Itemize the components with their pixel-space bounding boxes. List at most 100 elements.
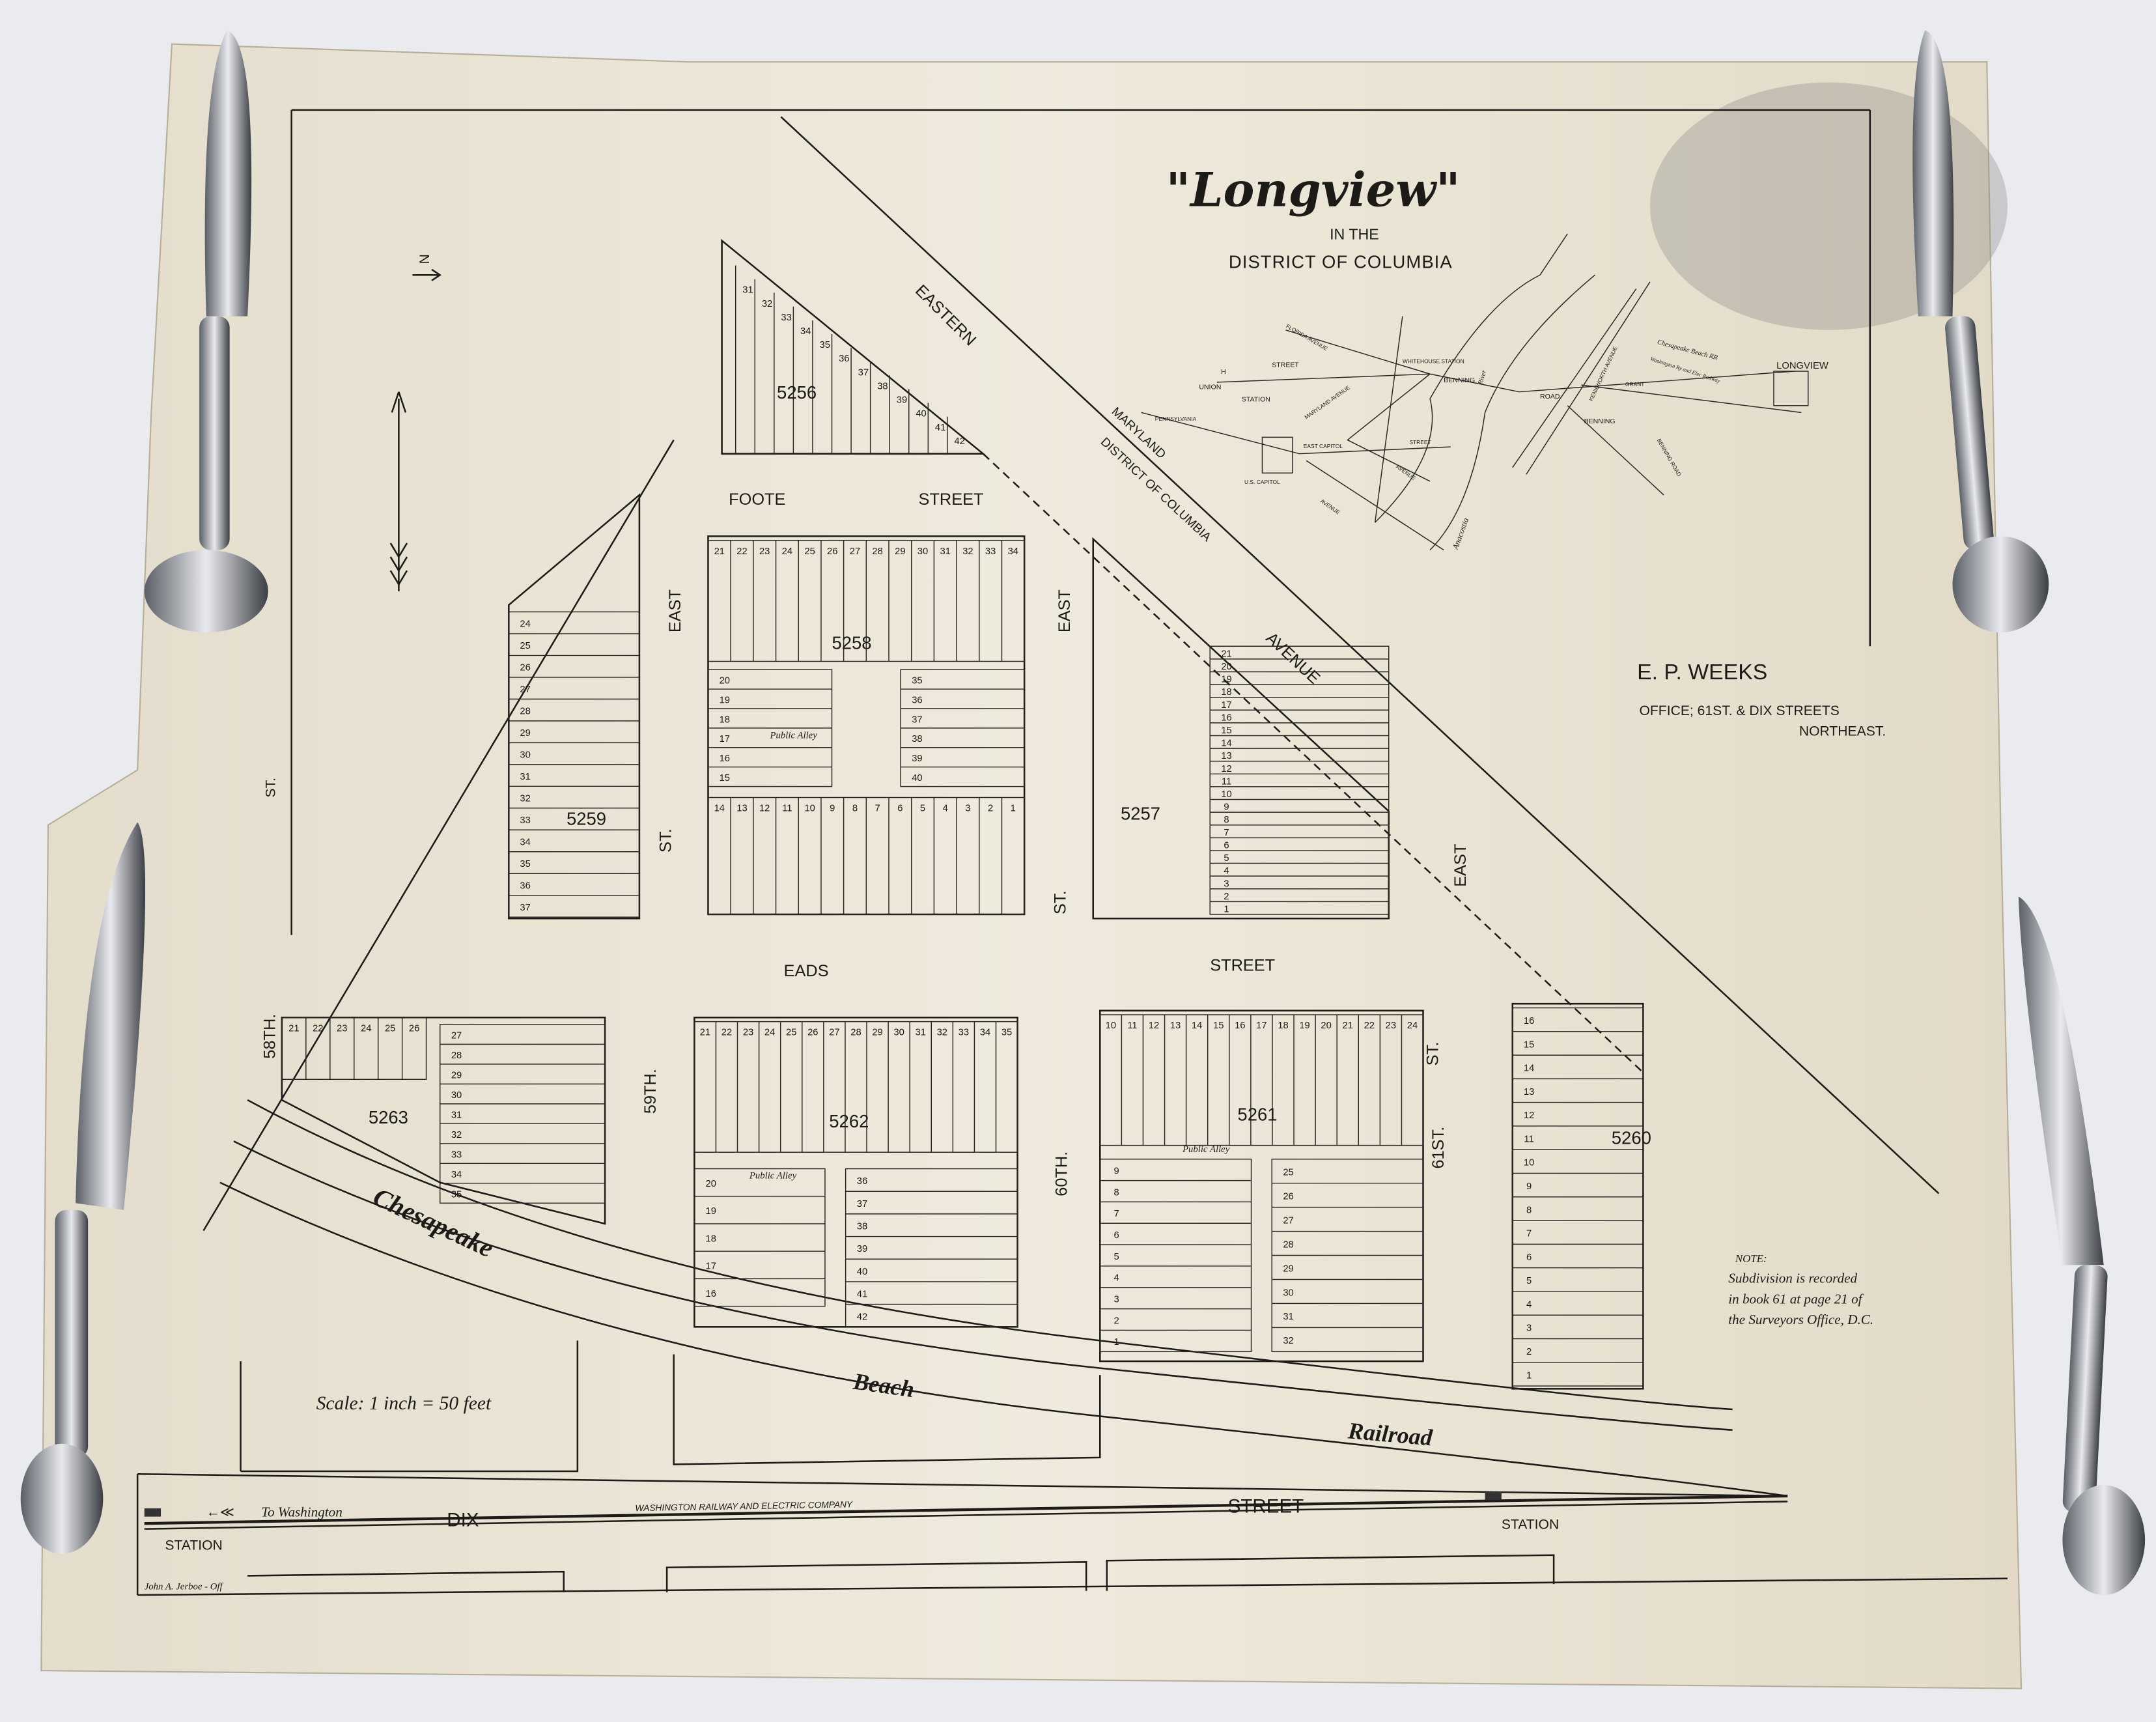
lot-number: 33 (985, 546, 996, 557)
street-label: FOOTE (729, 490, 785, 509)
lot-number: 18 (1278, 1021, 1288, 1031)
lot-number: 21 (714, 546, 725, 557)
block-number-5257: 5257 (1121, 803, 1160, 823)
lot-number: 32 (1283, 1336, 1293, 1346)
lot-number: 31 (1283, 1312, 1293, 1322)
lot-number: 7 (1526, 1229, 1532, 1239)
eastern-avenue (780, 116, 1940, 1194)
lot-number: 33 (520, 815, 530, 826)
block-number-5256: 5256 (777, 382, 817, 402)
lot-number: 5 (1114, 1252, 1119, 1262)
lot-number: 10 (804, 804, 815, 814)
lot-number: 14 (1221, 739, 1231, 749)
lot-number: 21 (1343, 1021, 1353, 1031)
lot-number: 37 (857, 1199, 867, 1209)
owner-office-2: NORTHEAST. (1799, 724, 1886, 739)
lot-number: 7 (875, 804, 880, 814)
lot-number: 40 (857, 1267, 867, 1277)
inset-label: LONGVIEW (1776, 361, 1828, 371)
lot-number: 35 (451, 1189, 462, 1200)
lot-number: 5 (920, 804, 925, 814)
note-heading: NOTE: (1735, 1252, 1767, 1265)
lot-number: 29 (520, 728, 530, 739)
lot-number: 25 (1283, 1168, 1293, 1178)
lot-number: 36 (520, 881, 530, 891)
street-label: 59TH. (641, 1069, 660, 1114)
lot-number: 20 (1221, 662, 1231, 672)
lot-number: 3 (1526, 1323, 1532, 1334)
owner-name: E. P. WEEKS (1637, 660, 1767, 685)
lot-number: 33 (451, 1150, 462, 1160)
lot-number: 7 (1224, 828, 1229, 838)
lot-number: 24 (1407, 1021, 1418, 1031)
lot-number: 34 (451, 1170, 462, 1180)
lot-number: 22 (313, 1023, 323, 1034)
lot-number: 19 (1299, 1021, 1309, 1031)
lot-number: 36 (857, 1176, 867, 1187)
block-number-5262: 5262 (829, 1111, 869, 1131)
lot-number: 31 (916, 1028, 926, 1038)
lot-number: 40 (912, 773, 922, 783)
lot-number: 6 (897, 804, 903, 814)
lot-number: 24 (782, 546, 792, 557)
street-label: 60TH. (1053, 1151, 1071, 1196)
lot-number: 27 (520, 685, 530, 695)
lot-number: 15 (1213, 1021, 1224, 1031)
lot-number: 39 (857, 1244, 867, 1254)
lot-number: 11 (782, 804, 792, 814)
lot-number: 19 (720, 695, 730, 705)
street-label: EAST (1451, 844, 1470, 887)
to-washington: To Washington (261, 1504, 343, 1520)
lot-number: 42 (954, 436, 964, 447)
public-alley-label: Public Alley (1182, 1144, 1230, 1155)
lot-number: 17 (720, 734, 730, 744)
lot-number: 28 (1283, 1239, 1293, 1250)
arrow-left-icon: ←≪ (206, 1505, 234, 1520)
lot-number: 21 (1221, 649, 1231, 659)
lot-number: 13 (1524, 1087, 1534, 1097)
butter-knife-bottom-left (20, 822, 146, 1554)
lot-number: 26 (409, 1023, 419, 1034)
lot-number: 37 (520, 903, 530, 913)
lot-number: 11 (1127, 1021, 1137, 1031)
lot-number: 13 (1170, 1021, 1181, 1031)
lot-row (1099, 1014, 1424, 1146)
lot-number: 26 (1283, 1191, 1293, 1202)
station-label-left: STATION (165, 1538, 222, 1553)
butter-knife-bottom-right (2018, 896, 2146, 1595)
lot-number: 6 (1526, 1252, 1532, 1263)
lot-number: 7 (1114, 1209, 1119, 1219)
lot-number: 31 (742, 285, 753, 296)
lot-number: 25 (786, 1028, 796, 1038)
lot-number: 30 (451, 1090, 462, 1101)
lot-number: 20 (1321, 1021, 1331, 1031)
lot-number: 3 (965, 804, 970, 814)
lot-number: 16 (1524, 1016, 1534, 1026)
lot-number: 28 (850, 1028, 861, 1038)
lot-number: 37 (912, 714, 922, 725)
inset-label: GRANT (1625, 381, 1645, 388)
lot-number: 22 (721, 1028, 732, 1038)
inset-label: UNION (1199, 383, 1221, 391)
lot-number: 29 (451, 1070, 462, 1080)
street-label: STREET (919, 490, 984, 509)
lot-number: 37 (858, 367, 869, 378)
lot-number: 12 (759, 804, 770, 814)
lot-number: 25 (804, 546, 815, 557)
note-line: the Surveyors Office, D.C. (1728, 1312, 1873, 1327)
lot-number: 25 (520, 641, 530, 651)
lot-number: 38 (912, 734, 922, 744)
lot-number: 16 (705, 1289, 716, 1299)
lot-number: 12 (1149, 1021, 1159, 1031)
lot-number: 32 (962, 546, 973, 557)
lot-number: 21 (700, 1028, 710, 1038)
north-label: N (417, 254, 432, 264)
lot-number: 4 (943, 804, 948, 814)
lot-number: 6 (1114, 1230, 1119, 1241)
lot-number: 23 (743, 1028, 753, 1038)
lot-number: 13 (736, 804, 747, 814)
lot-number: 10 (1221, 789, 1231, 800)
lot-number: 30 (520, 750, 530, 760)
lot-number: 34 (1008, 546, 1018, 557)
